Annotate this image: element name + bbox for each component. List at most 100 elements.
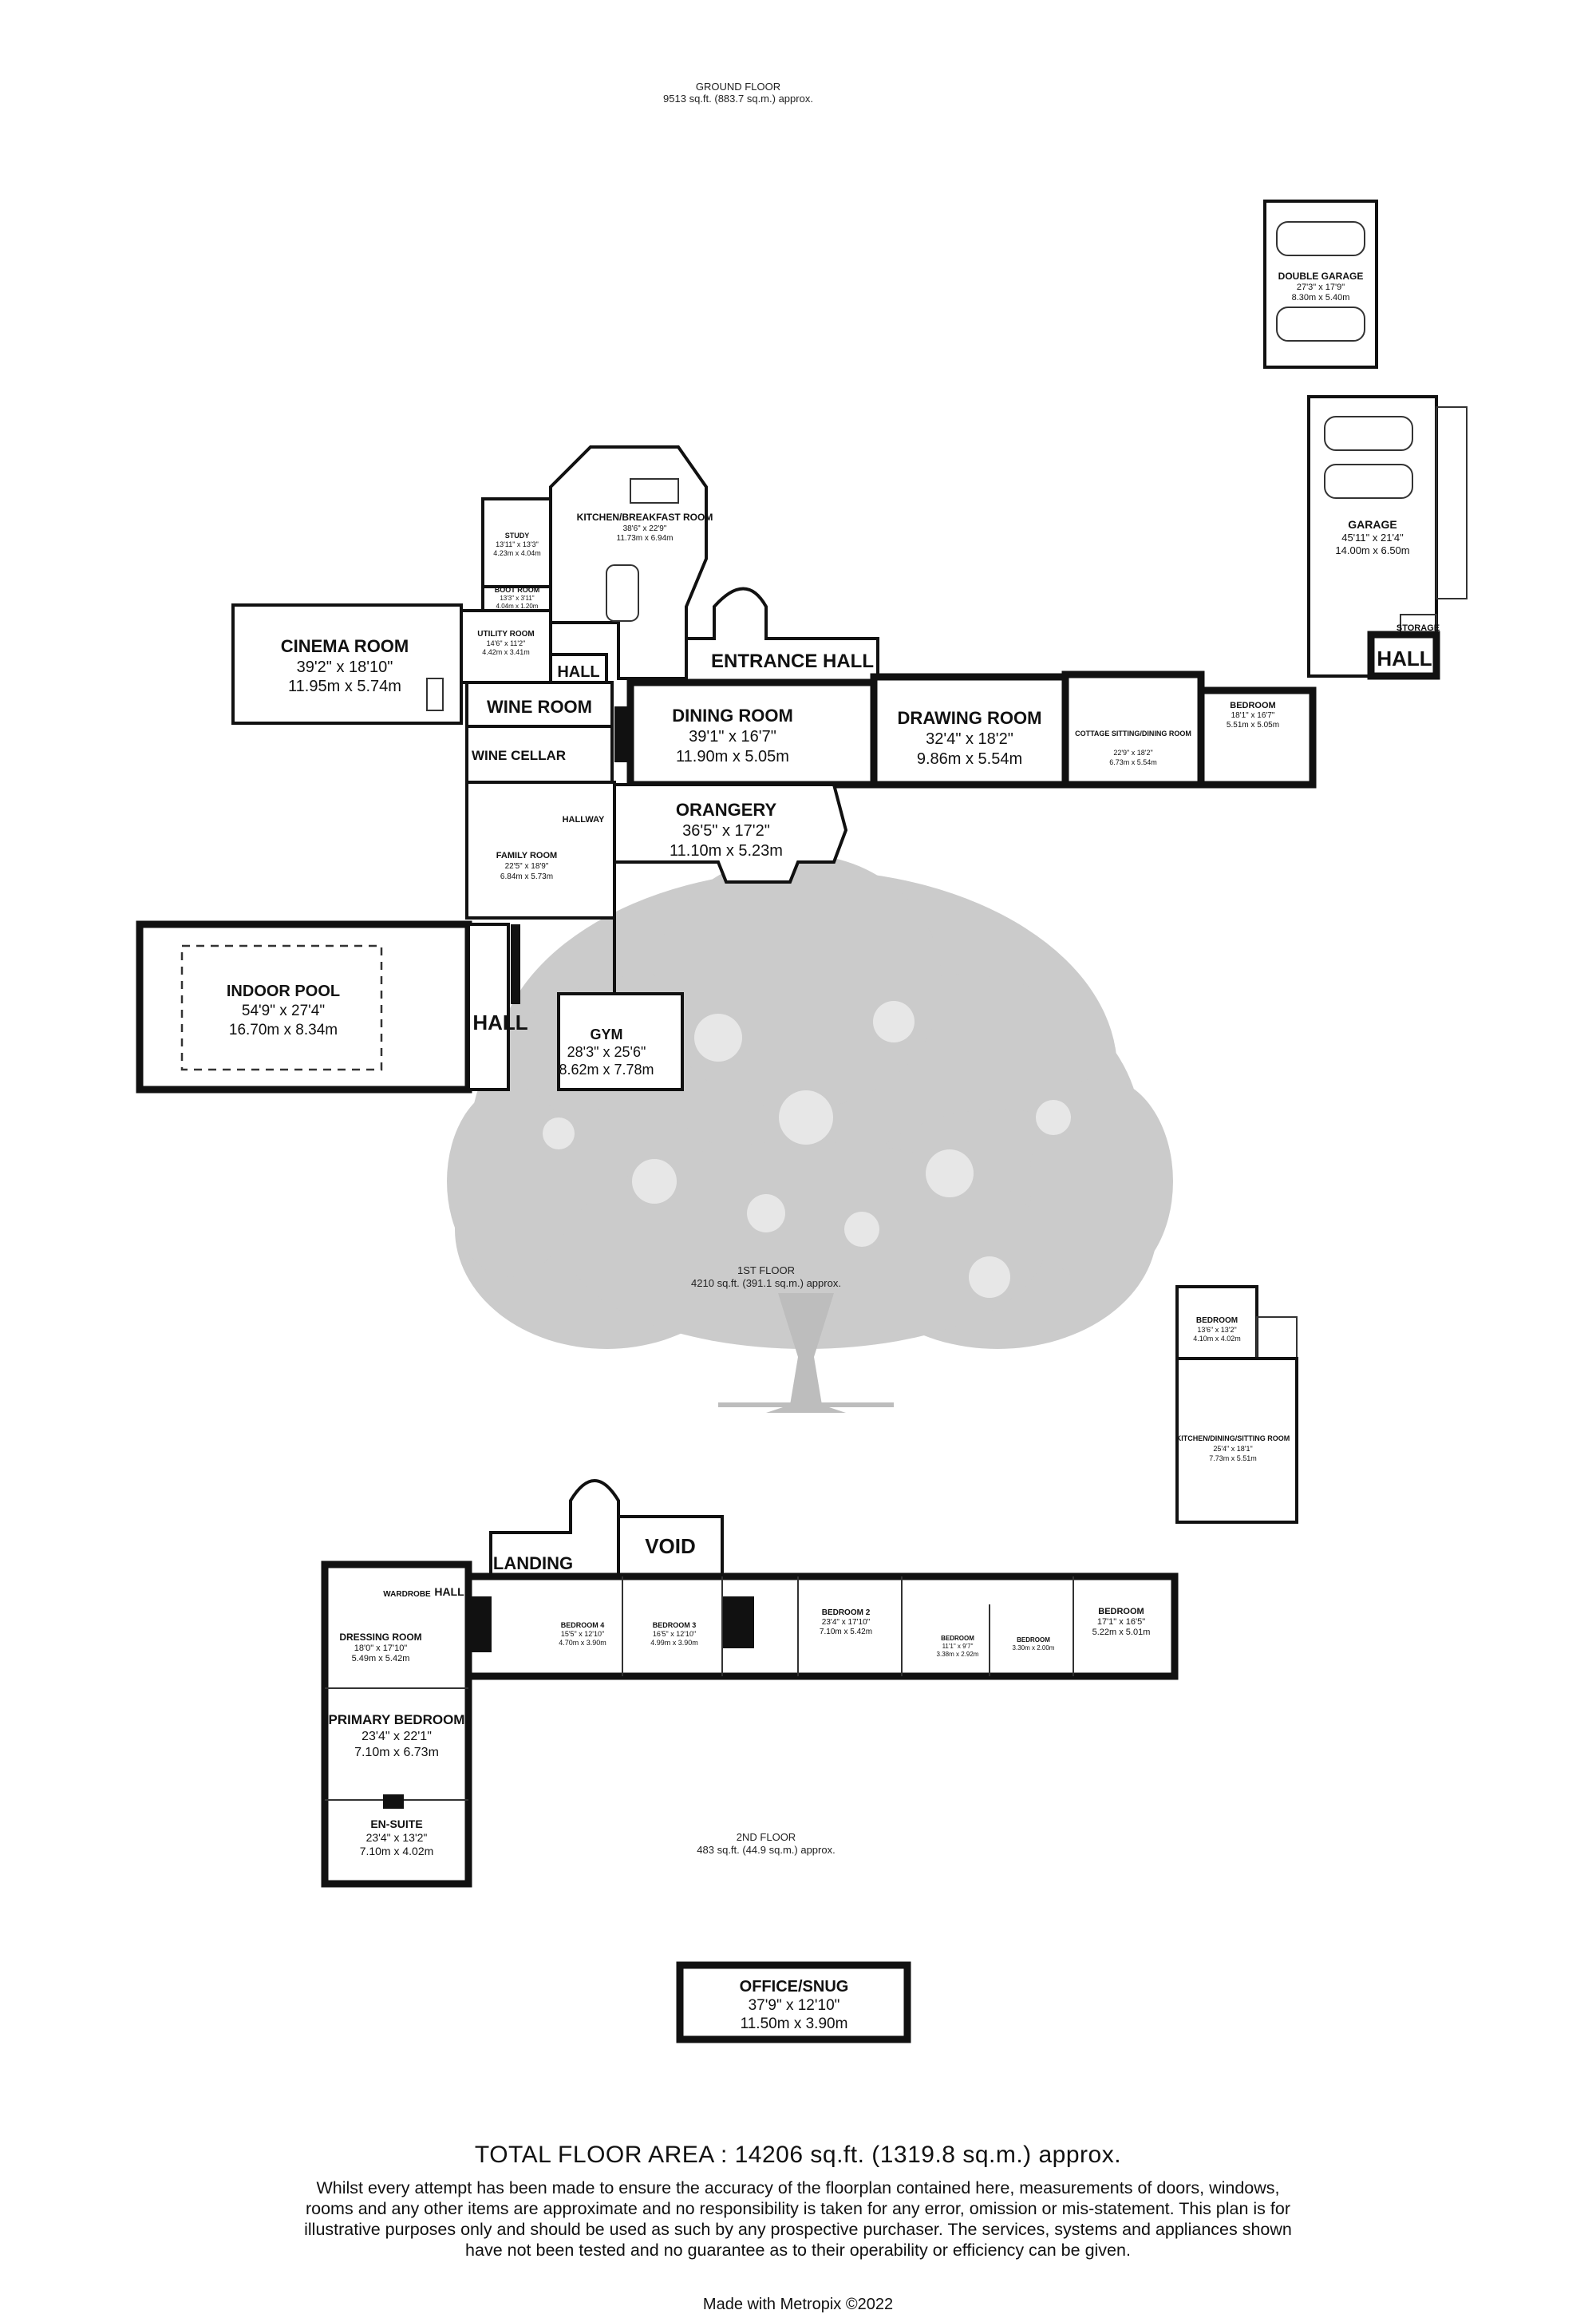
svg-text:11'1" x 9'7": 11'1" x 9'7" [942, 1643, 974, 1650]
svg-text:ORANGERY: ORANGERY [676, 800, 777, 820]
svg-text:13'11" x 13'3": 13'11" x 13'3" [496, 540, 539, 548]
svg-text:8.62m x 7.78m: 8.62m x 7.78m [559, 1062, 654, 1078]
garage: GARAGE 45'11" x 21'4" 14.00m x 6.50m STO… [1307, 395, 1468, 680]
drawing-room: DRAWING ROOM 32'4" x 18'2" 9.86m x 5.54m [870, 673, 1069, 789]
svg-text:BEDROOM: BEDROOM [1098, 1607, 1144, 1616]
double-garage: DOUBLE GARAGE 27'3" x 17'9" 8.30m x 5.40… [1263, 200, 1378, 369]
svg-text:WINE ROOM: WINE ROOM [487, 697, 592, 717]
primary-wing: HALL WARDROBE DRESSING ROOM 18'0" x 17'1… [321, 1560, 472, 1888]
cottage-bedroom: BEDROOM 18'1" x 16'7" 5.51m x 5.05m [1197, 686, 1317, 789]
family-room: HALLWAY FAMILY ROOM 22'5" x 18'9" 6.84m … [465, 781, 616, 920]
svg-text:EN-SUITE: EN-SUITE [370, 1818, 422, 1830]
svg-text:WINE CELLAR: WINE CELLAR [472, 748, 566, 763]
first-floor-area: 4210 sq.ft. (391.1 sq.m.) approx. [691, 1277, 841, 1289]
annex-bedroom: BEDROOM 13'6" x 13'2" 4.10m x 4.02m [1175, 1285, 1298, 1366]
svg-text:UTILITY ROOM: UTILITY ROOM [477, 630, 534, 639]
svg-text:COTTAGE SITTING/DINING ROOM: COTTAGE SITTING/DINING ROOM [1075, 730, 1191, 738]
svg-text:11.73m x 6.94m: 11.73m x 6.94m [617, 534, 674, 543]
svg-text:11.10m x 5.23m: 11.10m x 5.23m [670, 842, 783, 860]
svg-text:4.23m x 4.04m: 4.23m x 4.04m [493, 549, 541, 557]
svg-text:18'0" x 17'10": 18'0" x 17'10" [354, 1644, 408, 1653]
svg-text:DRESSING ROOM: DRESSING ROOM [339, 1632, 421, 1643]
svg-text:KITCHEN/BREAKFAST ROOM: KITCHEN/BREAKFAST ROOM [577, 512, 713, 523]
svg-text:STUDY: STUDY [505, 532, 530, 540]
svg-text:16'5" x 12'10": 16'5" x 12'10" [653, 1630, 696, 1638]
total-floor-area: TOTAL FLOOR AREA : 14206 sq.ft. (1319.8 … [474, 2142, 1122, 2168]
svg-text:HALLWAY: HALLWAY [563, 815, 605, 825]
svg-text:7.73m x 5.51m: 7.73m x 5.51m [1209, 1454, 1257, 1462]
svg-text:6.73m x 5.54m: 6.73m x 5.54m [1109, 758, 1157, 766]
annex-kitchen: KITCHEN/DINING/SITTING ROOM 25'4" x 18'1… [1175, 1357, 1298, 1524]
svg-text:15'5" x 12'10": 15'5" x 12'10" [561, 1630, 604, 1638]
svg-text:DINING ROOM: DINING ROOM [672, 706, 793, 726]
svg-text:STORAGE: STORAGE [1396, 623, 1440, 633]
svg-text:36'5" x 17'2": 36'5" x 17'2" [682, 822, 770, 840]
second-floor-area: 483 sq.ft. (44.9 sq.m.) approx. [697, 1844, 835, 1856]
svg-text:8.30m x 5.40m: 8.30m x 5.40m [1292, 293, 1350, 303]
double-garage-name: DOUBLE GARAGE [1278, 271, 1364, 282]
svg-text:7.10m x 4.02m: 7.10m x 4.02m [360, 1845, 434, 1857]
svg-text:BEDROOM: BEDROOM [1017, 1636, 1050, 1644]
svg-text:BEDROOM 4: BEDROOM 4 [561, 1621, 605, 1629]
svg-text:25'4" x 18'1": 25'4" x 18'1" [1213, 1445, 1252, 1453]
svg-text:27'3" x 17'9": 27'3" x 17'9" [1297, 283, 1345, 292]
svg-text:5.51m x 5.05m: 5.51m x 5.05m [1227, 721, 1279, 730]
svg-text:11.90m x 5.05m: 11.90m x 5.05m [676, 748, 789, 765]
svg-text:HALL: HALL [557, 663, 599, 681]
ground-floor-title: GROUND FLOOR [696, 81, 780, 93]
svg-text:13'6" x 13'2": 13'6" x 13'2" [1197, 1326, 1236, 1334]
svg-text:GARAGE: GARAGE [1348, 518, 1396, 531]
svg-text:9.86m x 5.54m: 9.86m x 5.54m [917, 750, 1022, 768]
svg-text:45'11" x 21'4": 45'11" x 21'4" [1341, 532, 1404, 544]
svg-text:11.95m x 5.74m: 11.95m x 5.74m [288, 678, 401, 695]
entrance-hall: ENTRANCE HALL [685, 587, 879, 684]
svg-text:54'9" x 27'4": 54'9" x 27'4" [242, 1003, 325, 1019]
first-floor-bedrooms: BEDROOM 4 15'5" x 12'10" 4.70m x 3.90m B… [464, 1572, 1179, 1680]
svg-text:BEDROOM: BEDROOM [941, 1635, 974, 1642]
svg-text:14.00m x 6.50m: 14.00m x 6.50m [1335, 544, 1409, 556]
tree-illustration [447, 854, 1173, 1413]
svg-text:4.70m x 3.90m: 4.70m x 3.90m [559, 1639, 606, 1647]
svg-text:BOOT ROOM: BOOT ROOM [495, 586, 540, 594]
void: VOID [617, 1515, 724, 1578]
svg-text:CINEMA ROOM: CINEMA ROOM [281, 636, 409, 656]
svg-text:FAMILY ROOM: FAMILY ROOM [496, 851, 557, 860]
svg-text:HALL: HALL [434, 1585, 464, 1598]
svg-text:LANDING: LANDING [493, 1553, 573, 1573]
svg-text:13'3" x 3'11": 13'3" x 3'11" [500, 595, 534, 602]
cottage-sitting-room: COTTAGE SITTING/DINING ROOM 22'9" x 18'2… [1061, 670, 1205, 789]
indoor-pool: INDOOR POOL 54'9" x 27'4" 16.70m x 8.34m… [136, 920, 528, 1094]
svg-text:14'6" x 11'2": 14'6" x 11'2" [487, 639, 526, 647]
ground-floor-area: 9513 sq.ft. (883.7 sq.m.) approx. [663, 93, 813, 105]
svg-text:39'1" x 16'7": 39'1" x 16'7" [689, 728, 776, 746]
svg-text:23'4" x 22'1": 23'4" x 22'1" [361, 1730, 432, 1743]
utility-room: UTILITY ROOM 14'6" x 11'2" 4.42m x 3.41m… [460, 609, 608, 688]
svg-text:22'9" x 18'2": 22'9" x 18'2" [1113, 749, 1152, 757]
office-snug: OFFICE/SNUG 37'9" x 12'10" 11.50m x 3.90… [676, 1961, 911, 2043]
svg-text:5.22m x 5.01m: 5.22m x 5.01m [1092, 1628, 1151, 1637]
svg-text:VOID: VOID [645, 1534, 696, 1558]
svg-text:HALL: HALL [472, 1011, 527, 1034]
svg-text:17'1" x 16'5": 17'1" x 16'5" [1097, 1617, 1145, 1627]
dining-room: DINING ROOM 39'1" x 16'7" 11.90m x 5.05m [626, 678, 878, 789]
second-floor-title: 2ND FLOOR [737, 1831, 796, 1843]
svg-text:7.10m x 5.42m: 7.10m x 5.42m [820, 1628, 872, 1636]
svg-text:38'6" x 22'9": 38'6" x 22'9" [623, 524, 667, 533]
svg-text:WARDROBE: WARDROBE [383, 1590, 431, 1599]
svg-text:HALL: HALL [1377, 647, 1432, 670]
svg-text:32'4" x 18'2": 32'4" x 18'2" [926, 730, 1013, 748]
svg-text:3.30m x 2.00m: 3.30m x 2.00m [1013, 1644, 1055, 1651]
gym: GYM 28'3" x 25'6" 8.62m x 7.78m [557, 862, 684, 1091]
svg-text:18'1" x 16'7": 18'1" x 16'7" [1231, 711, 1275, 720]
svg-text:23'4" x 17'10": 23'4" x 17'10" [822, 1618, 871, 1627]
kitchen-wing: KITCHEN/BREAKFAST ROOM 38'6" x 22'9" 11.… [481, 445, 713, 680]
svg-text:BEDROOM 3: BEDROOM 3 [653, 1621, 697, 1629]
cinema-room: CINEMA ROOM 39'2" x 18'10" 11.95m x 5.74… [231, 603, 463, 725]
svg-text:BEDROOM: BEDROOM [1196, 1316, 1238, 1325]
svg-text:BEDROOM 2: BEDROOM 2 [822, 1608, 871, 1617]
svg-text:3.38m x 2.92m: 3.38m x 2.92m [937, 1651, 979, 1658]
svg-text:22'5" x 18'9": 22'5" x 18'9" [505, 862, 549, 871]
svg-text:11.50m x 3.90m: 11.50m x 3.90m [741, 2015, 848, 2032]
svg-text:4.10m x 4.02m: 4.10m x 4.02m [1193, 1335, 1241, 1343]
